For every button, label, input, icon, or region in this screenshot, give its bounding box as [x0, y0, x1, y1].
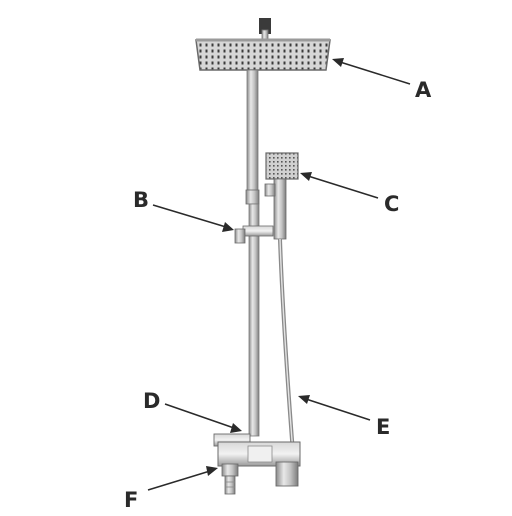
inlet-nut [221, 463, 239, 477]
hand-shower [264, 152, 299, 240]
callout-C: C [384, 192, 399, 216]
callout-D: D [143, 389, 160, 413]
mixer-valve [213, 433, 301, 487]
mixer-divider [247, 445, 273, 463]
callout-F: F [124, 488, 138, 512]
hose-line [278, 238, 298, 477]
inlet-stem [224, 475, 236, 495]
leader-C [300, 172, 379, 199]
leader-B [152, 204, 234, 232]
lower-pipe [248, 203, 260, 437]
rain-head-plate [195, 39, 331, 71]
leader-D [164, 403, 242, 433]
height-adjust-holder [234, 225, 274, 244]
holder-knob [234, 228, 246, 244]
diverter-spout [275, 461, 299, 487]
leader-A [332, 58, 411, 85]
inlet-connector [221, 463, 239, 495]
leader-F [147, 466, 218, 491]
callout-E: E [376, 415, 390, 439]
rain-shower-head [195, 18, 331, 71]
upper-pipe [246, 69, 259, 193]
hand-shower-head [265, 152, 299, 180]
callout-B: B [133, 188, 149, 212]
pipe-joint [245, 189, 260, 205]
leader-E [298, 395, 371, 421]
callout-A: A [415, 78, 432, 102]
shower-hose [278, 238, 298, 477]
hand-shower-bracket [264, 183, 276, 197]
hand-shower-handle [273, 178, 287, 240]
holder-clamp [242, 225, 274, 237]
riser-rail [245, 69, 260, 437]
